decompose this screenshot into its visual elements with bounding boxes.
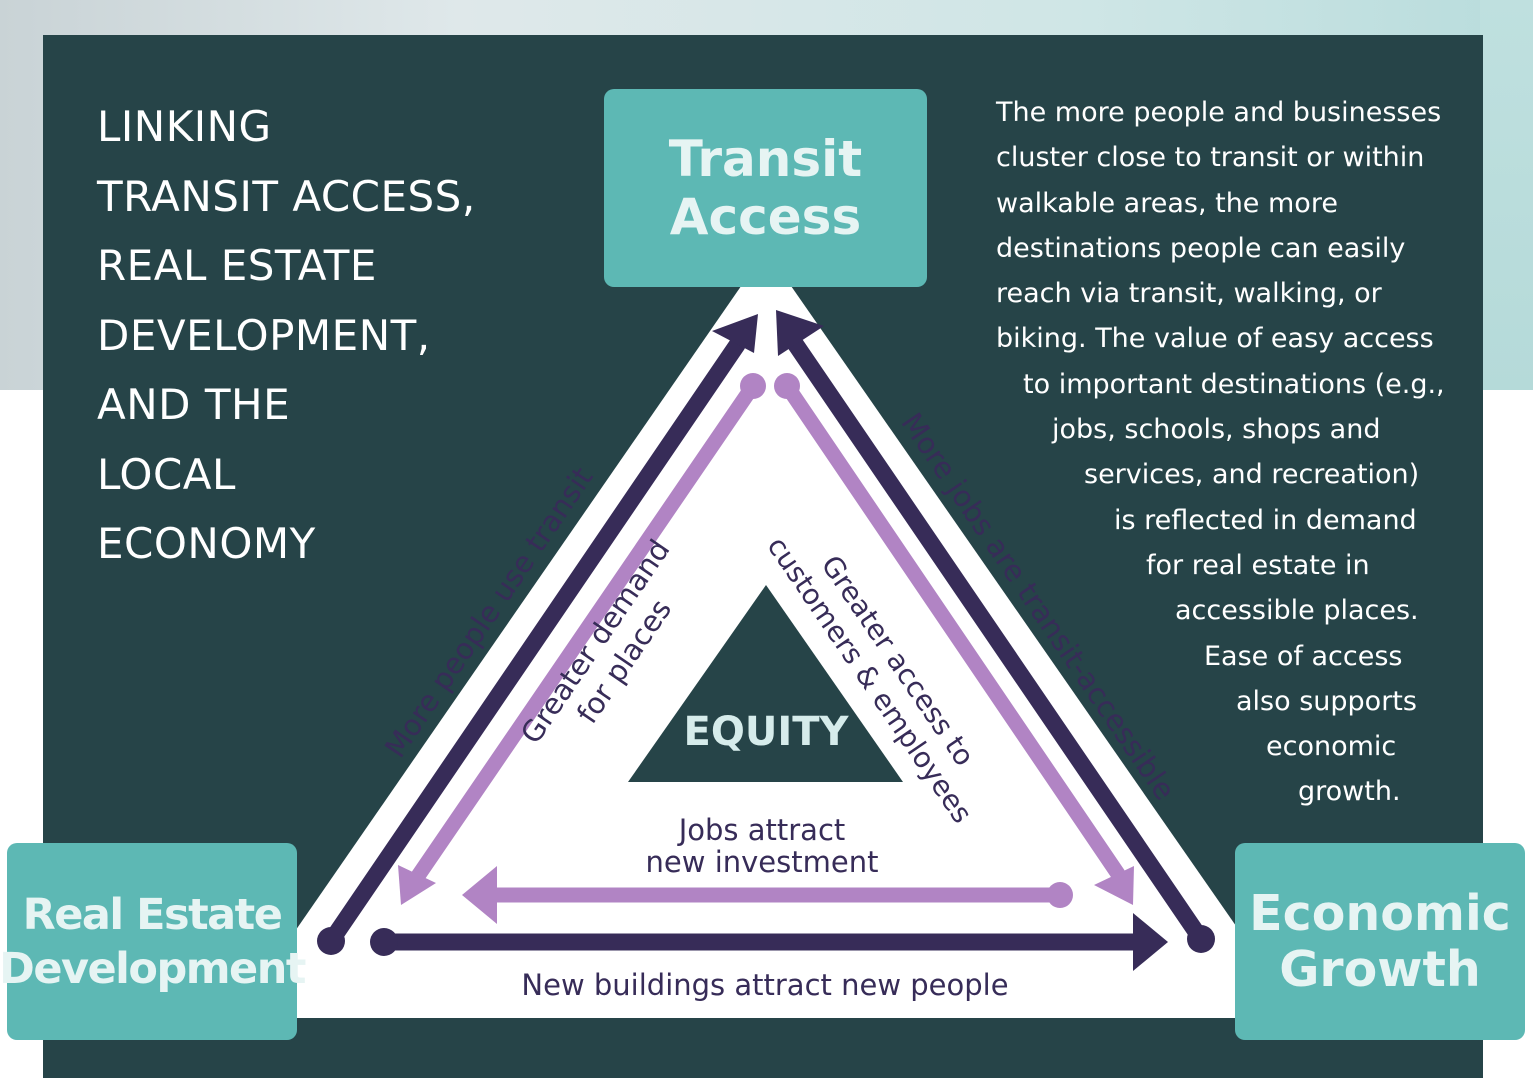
title-line: AND THE xyxy=(97,380,291,429)
description-line: accessible places. xyxy=(1175,595,1419,627)
title-line: LOCAL xyxy=(97,449,236,499)
equity-triangle xyxy=(628,585,903,782)
equity-label: EQUITY xyxy=(684,709,850,755)
description-text: The more people and businesses cluster c… xyxy=(996,90,1466,815)
node-transit-line: Access xyxy=(669,188,862,246)
description-line: also supports xyxy=(1236,685,1417,717)
node-real-estate-development: Real Estate Development xyxy=(0,843,306,1040)
description-line: cluster close to transit or within xyxy=(996,142,1425,174)
title-line: DEVELOPMENT, xyxy=(97,310,431,360)
description-line: jobs, schools, shops and xyxy=(1052,414,1381,446)
title-line: LINKING xyxy=(97,102,272,151)
arrow-more-people-use-transit xyxy=(317,314,758,955)
node-transit-line: Transit xyxy=(668,130,863,188)
label-new-buildings: New buildings attract new people xyxy=(521,968,1008,1002)
description-line: services, and recreation) xyxy=(1084,459,1420,491)
label-jobs-attract-line2: new investment xyxy=(646,845,879,879)
description-line: is reflected in demand xyxy=(1114,504,1417,536)
arrow-jobs-attract xyxy=(462,866,1073,924)
arrow-greater-demand xyxy=(398,373,766,905)
node-transit-access: Transit Access xyxy=(604,89,927,287)
node-real-estate-line: Real Estate xyxy=(22,889,283,940)
description-line: for real estate in xyxy=(1146,549,1370,581)
description-line: destinations people can easily xyxy=(996,232,1406,264)
description-line: Ease of access xyxy=(1204,640,1403,672)
title-line: ECONOMY xyxy=(97,519,316,568)
background-photo-right xyxy=(1480,0,1533,390)
arrow-new-buildings xyxy=(370,913,1168,971)
node-economic-line: Growth xyxy=(1279,940,1481,998)
label-jobs-attract-line1: Jobs attract xyxy=(677,813,846,847)
node-real-estate-line: Development xyxy=(0,943,306,994)
node-economic-growth: Economic Growth xyxy=(1235,843,1525,1040)
arrow-greater-access xyxy=(774,373,1134,905)
description-line: growth. xyxy=(1298,776,1401,808)
description-line: reach via transit, walking, or xyxy=(996,278,1382,310)
description-line: to important destinations (e.g., xyxy=(1023,368,1445,400)
description-line: The more people and businesses xyxy=(996,97,1442,128)
page-title: LINKING TRANSIT ACCESS, REAL ESTATE DEVE… xyxy=(97,92,557,579)
title-line: REAL ESTATE xyxy=(97,241,377,290)
node-economic-line: Economic xyxy=(1249,884,1511,942)
arrow-more-jobs-transit-accessible xyxy=(776,310,1215,953)
title-line: TRANSIT ACCESS, xyxy=(97,171,476,221)
description-line: walkable areas, the more xyxy=(996,187,1338,219)
description-line: economic xyxy=(1266,731,1397,763)
description-line: biking. The value of easy access xyxy=(996,323,1434,355)
